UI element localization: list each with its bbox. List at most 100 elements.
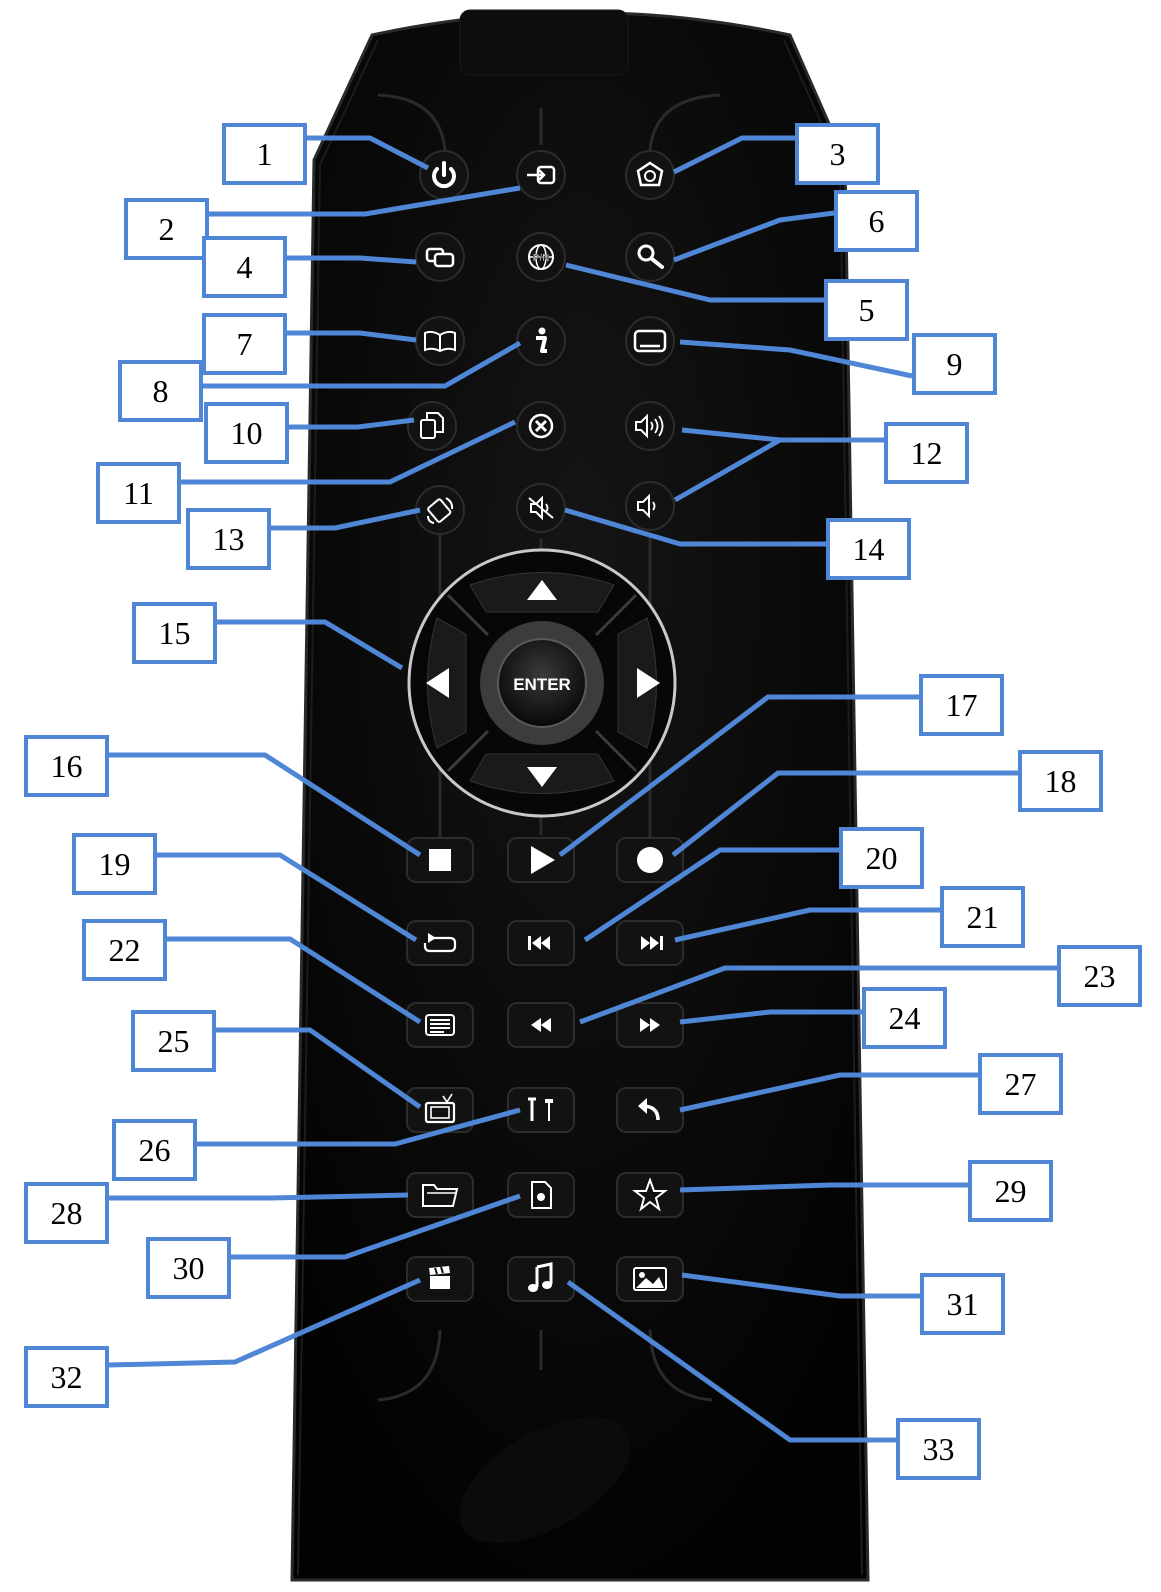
enter-label: ENTER <box>513 675 571 694</box>
record-icon <box>637 847 663 873</box>
home-swirl-button[interactable] <box>625 150 675 200</box>
leader-line-29 <box>679 1182 968 1193</box>
leader-line-33 <box>566 1279 896 1443</box>
volume-up-button[interactable] <box>625 401 675 451</box>
leader-line-21 <box>674 907 940 943</box>
leader-line-10 <box>289 417 415 430</box>
leader-line-27 <box>679 1072 978 1113</box>
close-circle-button[interactable] <box>516 401 566 451</box>
button-face <box>616 1256 684 1302</box>
callout-label-27: 27 <box>978 1053 1063 1115</box>
leader-line-30 <box>231 1193 521 1260</box>
stop-icon <box>429 849 451 871</box>
leader-line-28 <box>109 1192 409 1201</box>
leader-line-11 <box>181 419 517 485</box>
teletext-button[interactable] <box>406 1002 474 1048</box>
folder-icon <box>422 1184 459 1207</box>
fast-forward-button[interactable] <box>616 1002 684 1048</box>
clapperboard-button[interactable] <box>406 1256 474 1302</box>
search-icon <box>637 244 664 269</box>
groove-top-right <box>648 93 721 151</box>
multi-window-icon <box>425 247 455 268</box>
callout-label-14: 14 <box>826 518 911 580</box>
back-button[interactable] <box>616 1087 684 1133</box>
fast-forward-icon <box>640 1018 660 1032</box>
leader-line-17 <box>558 694 919 857</box>
leader-line-14 <box>564 507 826 547</box>
button-face <box>625 150 675 200</box>
play-button[interactable] <box>507 837 575 883</box>
callout-label-20: 20 <box>839 827 924 889</box>
tools-button[interactable] <box>507 1087 575 1133</box>
tv-button[interactable] <box>406 1087 474 1133</box>
right-arrow-icon <box>637 668 660 698</box>
star-icon <box>632 1177 668 1212</box>
leader-line-25 <box>216 1027 422 1110</box>
info-button[interactable] <box>516 316 566 366</box>
leader-line-13 <box>271 507 421 531</box>
globe-pn-button[interactable]: P/N <box>516 232 566 282</box>
photo-button[interactable] <box>616 1256 684 1302</box>
groove-top-left <box>377 93 447 151</box>
callout-label-16: 16 <box>24 735 109 797</box>
search-button[interactable] <box>625 232 675 282</box>
button-face <box>507 1087 575 1133</box>
globe-pn-icon: P/N <box>528 244 554 270</box>
button-face <box>406 920 474 966</box>
repeat-icon <box>423 933 457 953</box>
leader-line-32 <box>108 1277 422 1368</box>
play-icon <box>531 846 555 874</box>
callout-label-6: 6 <box>834 190 919 252</box>
leader-line-3 <box>672 135 795 175</box>
subtitle-button[interactable] <box>625 316 675 366</box>
leader-line-2 <box>209 185 521 217</box>
volume-down-button[interactable] <box>625 481 675 531</box>
music-note-icon <box>528 1262 553 1292</box>
stop-button[interactable] <box>406 837 474 883</box>
info-icon <box>536 327 547 353</box>
open-book-button[interactable] <box>415 316 465 366</box>
leader-line-8 <box>203 340 522 389</box>
leader-line-24 <box>679 1009 862 1025</box>
callout-label-11: 11 <box>96 462 181 524</box>
multi-window-button[interactable] <box>415 232 465 282</box>
open-book-icon <box>424 330 456 353</box>
button-face <box>625 401 675 451</box>
leader-line-9 <box>679 339 913 379</box>
power-button[interactable] <box>419 150 469 200</box>
star-button[interactable] <box>616 1172 684 1218</box>
music-note-button[interactable] <box>507 1256 575 1302</box>
repeat-button[interactable] <box>406 920 474 966</box>
volume-down-icon <box>637 493 656 519</box>
record-button[interactable] <box>616 837 684 883</box>
rewind-button[interactable] <box>507 1002 575 1048</box>
left-arrow-icon <box>426 668 449 698</box>
leader-line-5 <box>565 262 824 303</box>
callout-label-19: 19 <box>72 833 157 895</box>
button-face <box>406 1172 474 1218</box>
callout-label-10: 10 <box>204 402 289 464</box>
previous-track-button[interactable] <box>507 920 575 966</box>
leader-line-4 <box>287 255 417 265</box>
folder-button[interactable] <box>406 1172 474 1218</box>
copy-pages-icon <box>420 412 444 439</box>
copy-pages-button[interactable] <box>407 401 457 451</box>
leader-line-22 <box>167 936 422 1025</box>
button-face <box>616 1087 684 1133</box>
teletext-icon <box>425 1014 455 1036</box>
next-track-button[interactable] <box>616 920 684 966</box>
leader-line-26 <box>197 1107 521 1147</box>
volume-up-icon <box>635 413 664 439</box>
leader-line-16 <box>109 752 422 858</box>
leader-line-19 <box>157 852 418 943</box>
document-button[interactable] <box>507 1172 575 1218</box>
button-face <box>625 316 675 366</box>
enter-button[interactable] <box>497 638 587 728</box>
input-source-icon <box>527 165 556 185</box>
tv-icon <box>424 1093 456 1124</box>
mute-button[interactable] <box>516 483 566 533</box>
svg-text:P/N: P/N <box>533 253 550 264</box>
input-source-button[interactable] <box>516 150 566 200</box>
rotate-screen-button[interactable] <box>415 485 465 535</box>
leader-line-20 <box>583 847 839 943</box>
